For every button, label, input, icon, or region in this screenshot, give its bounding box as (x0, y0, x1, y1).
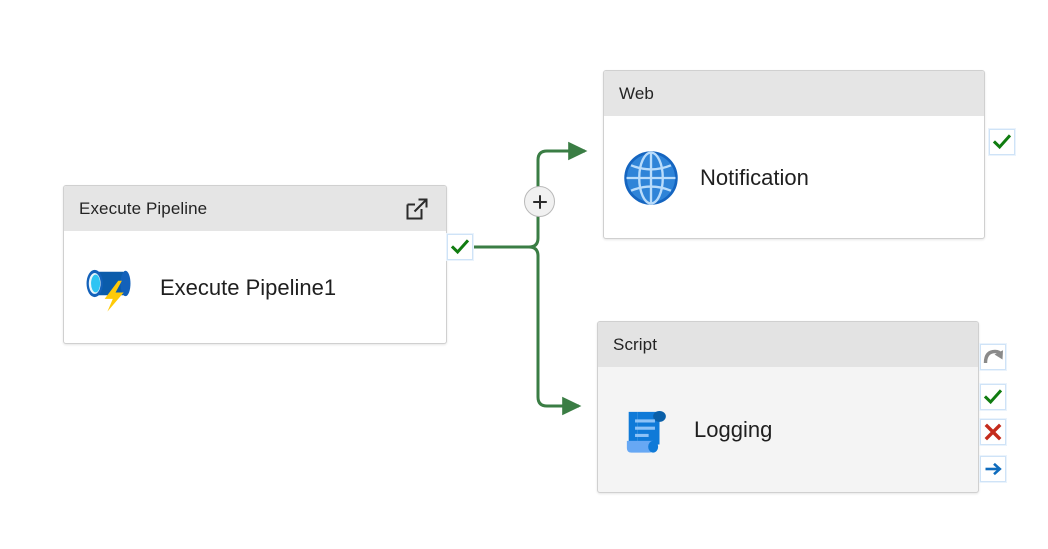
script-scroll-icon (626, 410, 666, 453)
node-body: Execute Pipeline1 (64, 231, 446, 343)
open-in-new-window-icon[interactable] (402, 194, 432, 224)
blue-arrow-icon (985, 462, 1002, 476)
activity-node-script[interactable]: Script Logging (597, 321, 979, 493)
activity-node-web[interactable]: Web Notification (603, 70, 985, 239)
output-port-skip-script[interactable] (980, 344, 1006, 370)
red-x-icon (984, 423, 1002, 441)
execute-pipeline-icon (86, 269, 131, 312)
edge-to-script (528, 245, 582, 416)
output-port-success-script[interactable] (980, 384, 1006, 410)
output-port-success-web[interactable] (989, 129, 1015, 155)
plus-icon (532, 194, 547, 209)
output-port-success-execute-pipeline[interactable] (447, 234, 473, 260)
node-header: Execute Pipeline (64, 186, 446, 231)
output-port-failure-script[interactable] (980, 419, 1006, 445)
activity-name-label: Notification (700, 164, 809, 190)
add-activity-between-button[interactable] (524, 186, 555, 217)
node-body: Logging (598, 367, 978, 492)
skip-curved-arrow-icon (983, 349, 1003, 363)
node-type-label: Execute Pipeline (79, 198, 208, 218)
node-type-label: Script (613, 334, 658, 354)
activity-name-label: Logging (694, 417, 773, 442)
output-port-completion-script[interactable] (980, 456, 1006, 482)
activity-name-label: Execute Pipeline1 (160, 274, 337, 300)
node-type-label: Web (619, 83, 654, 103)
activity-node-execute-pipeline[interactable]: Execute Pipeline (63, 185, 447, 344)
globe-icon (624, 150, 678, 205)
node-header: Web (604, 71, 984, 116)
node-body: Notification (604, 116, 984, 238)
green-check-icon (983, 389, 1003, 405)
node-header: Script (598, 322, 978, 367)
